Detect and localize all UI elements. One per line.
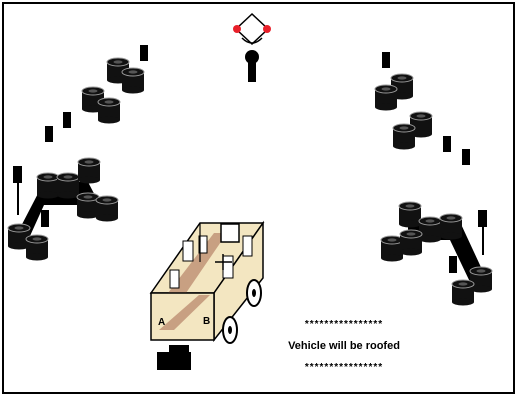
roofed-message: Vehicle will be roofed xyxy=(288,340,400,352)
tyre-stack-left xyxy=(7,157,119,261)
vehicle-label-a: A xyxy=(158,317,165,328)
marker-posts-upper-right xyxy=(382,52,470,165)
message-stars-bottom: **************** xyxy=(304,362,384,373)
message-stars-top: **************** xyxy=(304,319,384,330)
vehicle-label-b: B xyxy=(203,316,210,327)
tyre-stack-right xyxy=(380,201,493,306)
marker-posts-upper-left xyxy=(45,45,148,142)
vehicle: A B xyxy=(149,220,265,370)
spectator xyxy=(233,12,271,82)
